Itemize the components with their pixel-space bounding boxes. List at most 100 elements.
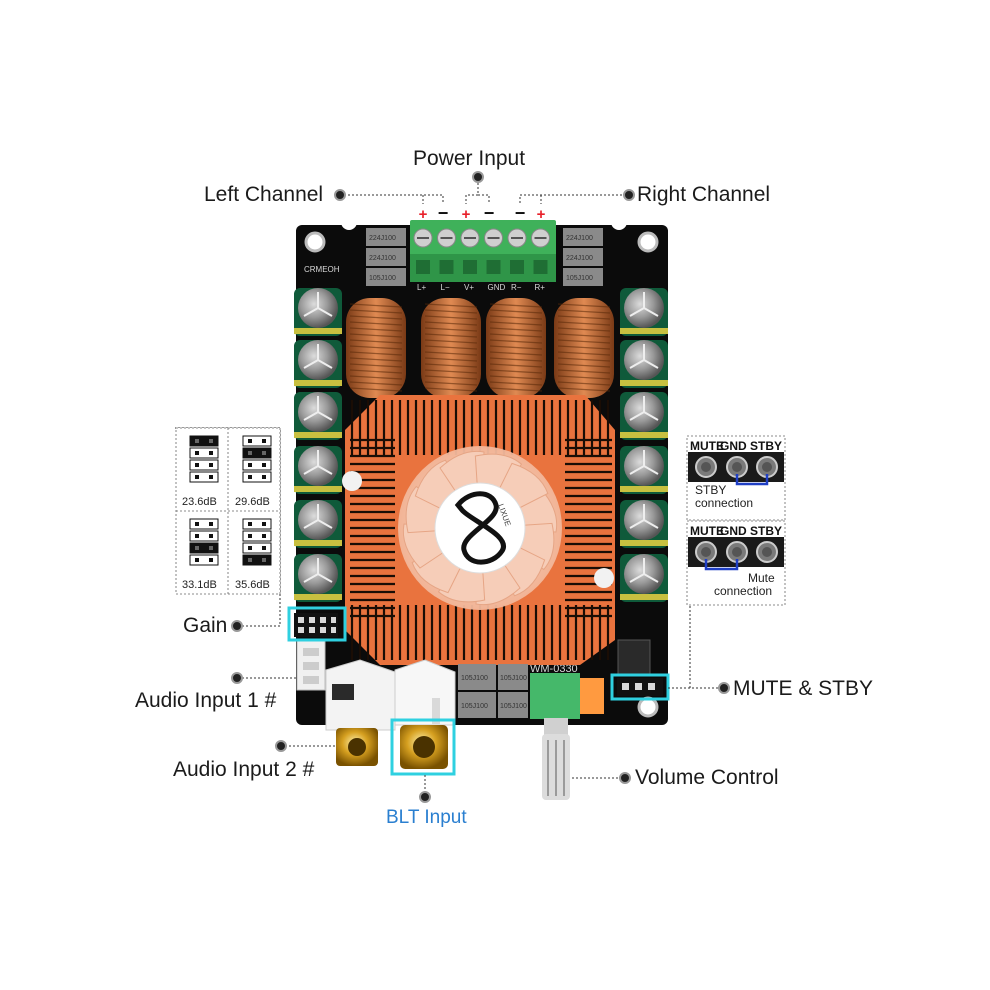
jumper-pin — [262, 463, 266, 467]
coil-winding — [349, 315, 403, 320]
pin-label: MUTE — [690, 524, 724, 538]
coil-winding — [424, 309, 478, 314]
cap-marking: 105J100 — [500, 675, 527, 682]
jumper-pin — [262, 534, 266, 538]
terminal-silkscreen: R+ — [535, 283, 546, 292]
coil-winding — [349, 387, 403, 392]
label-power-input: Power Input — [413, 147, 526, 170]
pin-label: STBY — [750, 439, 782, 453]
cap-vent — [303, 292, 333, 317]
pin-label-strip — [688, 523, 784, 537]
coil-winding — [424, 369, 478, 374]
pin-label: GND — [720, 439, 747, 453]
jumper-pin — [195, 546, 199, 550]
coil-winding — [424, 321, 478, 326]
jumper-wire — [704, 559, 739, 571]
cap-marking: 105J100 — [461, 703, 488, 710]
terminal-hole — [416, 260, 430, 274]
gain-jumper-header[interactable] — [287, 606, 347, 642]
cap-stripe — [620, 380, 668, 386]
cap-marking: 105J100 — [566, 275, 593, 282]
audio-input-2-rca-jack[interactable] — [336, 728, 378, 766]
jumper-pins — [242, 530, 272, 542]
jumper-bridge — [242, 554, 272, 566]
connection-caption: Mute — [748, 571, 775, 585]
coil-winding — [424, 357, 478, 362]
audio-input-1-connector[interactable] — [296, 639, 326, 691]
coil-winding — [557, 375, 611, 380]
terminal-silkscreen: L+ — [417, 283, 426, 292]
coil-winding — [349, 327, 403, 332]
coil-winding — [557, 369, 611, 374]
label-right-channel: Right Channel — [637, 183, 771, 206]
pin-socket-hole — [732, 547, 742, 557]
jumper-pins — [189, 530, 219, 542]
jumper-pin — [262, 451, 266, 455]
coil-winding — [557, 333, 611, 338]
power-terminal-block[interactable] — [410, 220, 556, 282]
blt-input-rca-jack[interactable] — [400, 698, 448, 769]
jumper-pin — [209, 475, 213, 479]
cap-marking: 105J100 — [500, 703, 527, 710]
electrolytic-capacitors — [294, 288, 668, 602]
terminal-hole — [533, 260, 548, 274]
coil-winding — [557, 315, 611, 320]
jumper-pin — [195, 463, 199, 467]
gain-setting-label: 23.6dB — [182, 496, 217, 508]
jumper-pin — [209, 534, 213, 538]
cap-stripe — [620, 540, 668, 546]
cap-marking: 224J100 — [369, 235, 396, 242]
jumper-bridge — [189, 542, 219, 554]
label-audio-input-2: Audio Input 2 # — [173, 758, 315, 781]
jumper-pin — [209, 439, 213, 443]
mute-stby-header[interactable] — [610, 673, 670, 701]
coil-winding — [557, 387, 611, 392]
coil-winding — [557, 381, 611, 386]
jumper-pin — [262, 475, 266, 479]
connection-caption: connection — [695, 496, 753, 510]
cap-marking: 224J100 — [566, 255, 593, 262]
pin-socket-hole — [762, 547, 772, 557]
cap-vent — [629, 344, 659, 369]
jumper-pins — [189, 518, 219, 530]
jumper-pin — [262, 522, 266, 526]
pin-socket-hole — [701, 462, 711, 472]
jumper-pins — [242, 518, 272, 530]
cap-stripe — [620, 328, 668, 334]
coil-winding — [424, 375, 478, 380]
film-caps-top: 224J100 224J100 105J100 224J100 224J100 … — [366, 228, 603, 286]
coil-winding — [349, 309, 403, 314]
volume-potentiometer[interactable] — [530, 673, 604, 800]
coil-winding — [557, 303, 611, 308]
pin-socket-hole — [732, 462, 742, 472]
coil-winding — [489, 387, 543, 392]
coil-winding — [489, 375, 543, 380]
jumper-pin — [209, 522, 213, 526]
cap-stripe — [620, 594, 668, 600]
polarity-minus-marker: − — [515, 203, 526, 223]
cap-stripe — [620, 432, 668, 438]
coil-winding — [557, 339, 611, 344]
coil-winding — [489, 357, 543, 362]
polarity-plus-marker: + — [462, 206, 471, 223]
pin-label: GND — [720, 524, 747, 538]
jumper-bridge — [242, 447, 272, 459]
terminal-hole — [463, 260, 477, 274]
pin-label: STBY — [750, 524, 782, 538]
gain-setting-label: 35.6dB — [235, 579, 270, 591]
jumper-pins — [242, 542, 272, 554]
terminal-hole — [486, 260, 501, 274]
label-volume-control: Volume Control — [635, 766, 779, 789]
coil-winding — [349, 345, 403, 350]
polarity-minus-marker: − — [438, 203, 449, 223]
coil-winding — [349, 369, 403, 374]
cap-stripe — [294, 594, 342, 600]
jumper-pins — [242, 459, 272, 471]
jumper-pin — [209, 451, 213, 455]
jumper-pins — [189, 554, 219, 566]
terminal-silkscreen: L− — [441, 283, 450, 292]
cap-vent — [629, 504, 659, 529]
polarity-minus-marker: − — [484, 203, 495, 223]
jumper-pin — [248, 463, 252, 467]
